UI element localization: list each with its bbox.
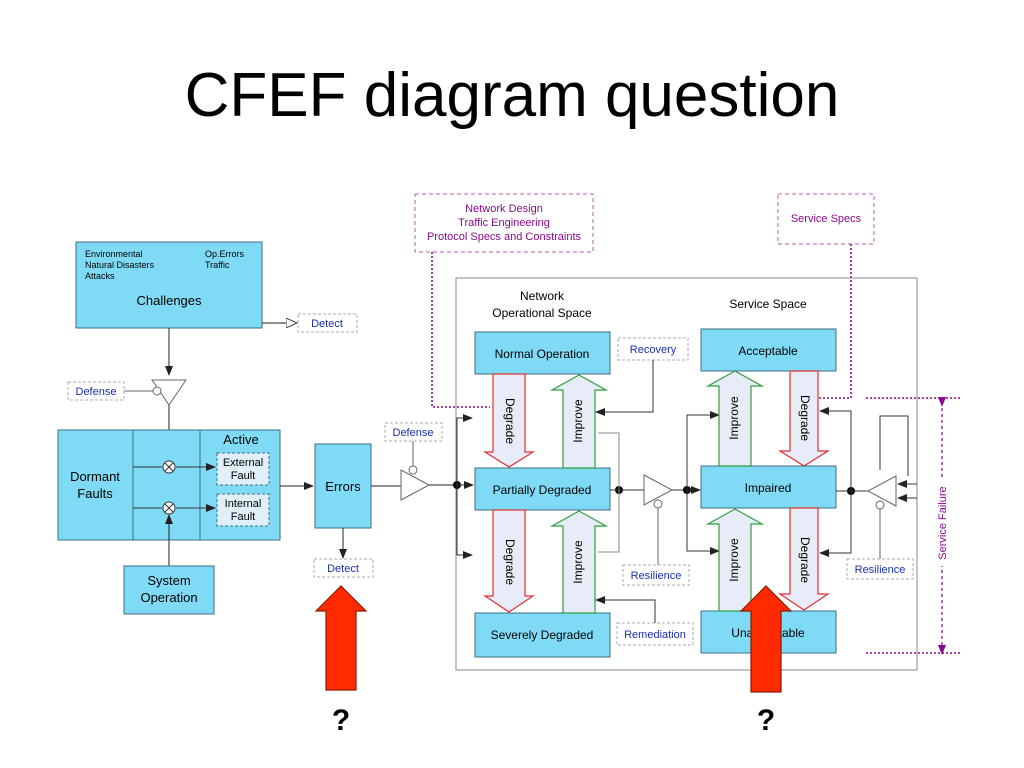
defense-gate-mid — [400, 441, 431, 501]
severely-degraded-box: Severely Degraded — [474, 612, 611, 658]
question-mark-left: ? — [332, 704, 350, 737]
network-space-line2: Operational Space — [492, 306, 592, 320]
fault-activation-junctions — [133, 460, 216, 515]
improve-label: Improve — [727, 396, 741, 440]
defense-callout-mid: Defense — [384, 422, 443, 442]
degrade-label: Degrade — [503, 398, 517, 444]
service-feedback-lines — [819, 407, 909, 557]
challenges-box: Environmental Natural Disasters Attacks … — [75, 241, 263, 329]
detect-top-callout: Detect — [297, 313, 358, 333]
severely-degraded-label: Severely Degraded — [491, 628, 594, 642]
challenge-natural-disasters: Natural Disasters — [85, 260, 155, 270]
red-arrow-right — [739, 585, 793, 693]
degrade-arrow-net-upper: Degrade — [482, 373, 536, 468]
improve-label: Improve — [571, 540, 585, 584]
service-failure-label: Service Failure — [937, 486, 949, 559]
defense-mid-text: Defense — [393, 427, 434, 439]
normal-operation-box: Normal Operation — [474, 331, 611, 375]
errors-box: Errors — [314, 443, 372, 529]
branch-lines-right — [686, 411, 720, 555]
red-arrow-left — [314, 585, 368, 691]
improve-label: Improve — [571, 399, 585, 443]
detect-bottom-text: Detect — [327, 563, 359, 575]
network-design-line: Network Design — [465, 203, 543, 215]
acceptable-box: Acceptable — [700, 328, 837, 372]
degrade-label: Degrade — [798, 395, 812, 441]
internal-fault-line2: Fault — [231, 511, 255, 523]
recovery-connector — [595, 360, 654, 416]
degrade-label: Degrade — [798, 537, 812, 583]
defense-left-text: Defense — [76, 386, 117, 398]
improve-arrow-svc-lower: Improve — [705, 508, 765, 612]
normal-operation-label: Normal Operation — [495, 347, 590, 361]
resilience-mid-callout: Resilience — [622, 564, 690, 586]
purple-dotted-lines — [431, 244, 962, 654]
challenges-title: Challenges — [136, 293, 202, 308]
remediation-connector — [595, 596, 656, 623]
partially-degraded-box: Partially Degraded — [474, 467, 611, 511]
protocol-specs-line: Protocol Specs and Constraints — [427, 231, 582, 243]
system-operation-box: System Operation — [123, 565, 215, 615]
service-failure-range: Service Failure — [934, 397, 950, 655]
resilience-gate-right — [866, 475, 917, 559]
remediation-text: Remediation — [624, 629, 686, 641]
state-space-frame — [455, 277, 918, 671]
acceptable-label: Acceptable — [738, 344, 798, 358]
dormant-label-2: Faults — [77, 486, 113, 501]
service-specs-text: Service Specs — [791, 213, 862, 225]
degrade-arrow-svc-lower: Degrade — [778, 507, 830, 611]
defense-left-callout: Defense — [67, 381, 125, 401]
recovery-callout: Recovery — [617, 337, 689, 361]
dormant-label-1: Dormant — [70, 469, 120, 484]
impaired-box: Impaired — [700, 465, 837, 509]
detect-top-text: Detect — [311, 318, 343, 330]
defense-gate-left — [123, 379, 187, 406]
system-operation-line1: System — [147, 573, 190, 588]
resilience-right-callout: Resilience — [846, 558, 914, 580]
recovery-text: Recovery — [630, 344, 677, 356]
system-operation-line2: Operation — [140, 590, 197, 605]
question-mark-right: ? — [757, 704, 775, 737]
improve-arrow-svc-upper: Improve — [705, 370, 765, 467]
degrade-label: Degrade — [503, 539, 517, 585]
branch-lines-left — [456, 414, 474, 559]
improve-arrow-net-upper: Improve — [549, 374, 609, 469]
challenge-environmental: Environmental — [85, 249, 143, 259]
challenge-traffic: Traffic — [205, 260, 230, 270]
service-space-heading: Service Space — [729, 297, 807, 311]
network-space-line1: Network — [520, 289, 565, 303]
degrade-arrow-net-lower: Degrade — [483, 509, 535, 613]
service-specs-annotation: Service Specs — [777, 193, 875, 245]
resilience-gate-mid — [643, 474, 674, 565]
resilience-mid-text: Resilience — [631, 570, 682, 582]
improve-arrow-net-lower: Improve — [549, 510, 609, 614]
challenge-attacks: Attacks — [85, 271, 115, 281]
external-fault-line1: External — [223, 457, 263, 469]
remediation-callout: Remediation — [616, 622, 694, 646]
external-fault-line2: Fault — [231, 470, 255, 482]
impaired-label: Impaired — [745, 481, 792, 495]
active-label: Active — [223, 432, 258, 447]
slide-title: CFEF diagram question — [184, 61, 840, 130]
detect-bottom-callout: Detect — [313, 558, 374, 578]
degrade-arrow-svc-upper: Degrade — [777, 370, 831, 467]
resilience-right-text: Resilience — [855, 564, 906, 576]
partially-degraded-label: Partially Degraded — [493, 483, 592, 497]
improve-label: Improve — [727, 538, 741, 582]
errors-label: Errors — [325, 479, 361, 494]
network-design-annotation: Network Design Traffic Engineering Proto… — [414, 193, 594, 253]
challenge-op-errors: Op.Errors — [205, 249, 245, 259]
net-feedback-lines — [598, 432, 620, 553]
traffic-engineering-line: Traffic Engineering — [458, 217, 550, 229]
internal-fault-line1: Internal — [225, 498, 262, 510]
